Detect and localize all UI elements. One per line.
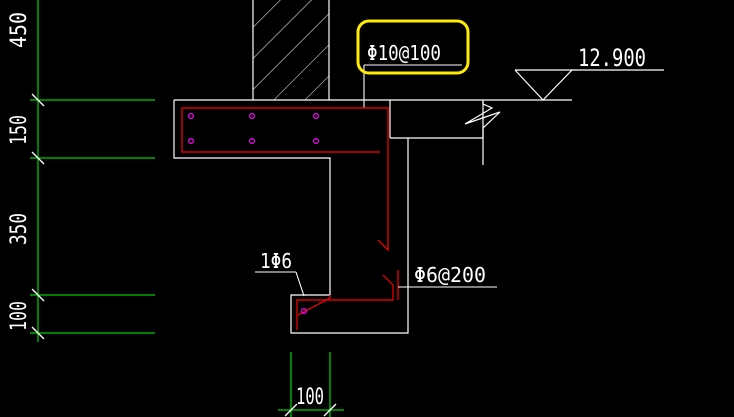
bar-dots bbox=[188, 112, 320, 315]
bar-dot bbox=[188, 138, 195, 145]
vertical-dimension bbox=[30, 0, 155, 342]
bar-dot bbox=[249, 138, 256, 145]
rebar-1phi6-leader bbox=[255, 271, 305, 297]
bar-dot bbox=[313, 112, 320, 119]
bar-dot bbox=[313, 138, 320, 145]
rebar-phi6-200-label: Φ6@200 bbox=[414, 263, 486, 287]
dim-350-label: 350 bbox=[7, 213, 32, 245]
bottom-dimension-ticks bbox=[284, 403, 337, 417]
dim-150-label: 150 bbox=[7, 115, 32, 145]
dimension-ticks bbox=[31, 93, 45, 340]
rebar-top-leader bbox=[363, 64, 462, 108]
break-line-symbol bbox=[464, 100, 501, 138]
bar-dot bbox=[301, 308, 308, 315]
elevation-label: 12.900 bbox=[578, 44, 646, 72]
rebar-top-label: Φ10@100 bbox=[367, 41, 441, 65]
bottom-dimension bbox=[278, 352, 344, 417]
wall-section bbox=[252, 0, 330, 100]
rebar-1phi6-label: 1Φ6 bbox=[260, 249, 292, 273]
concrete-outline bbox=[173, 99, 572, 334]
dim-100-left-label: 100 bbox=[7, 301, 32, 331]
bar-dot bbox=[188, 112, 195, 119]
elevation-marker bbox=[514, 69, 664, 101]
rebar-top-highlight bbox=[356, 19, 470, 75]
dim-100-bottom-label: 100 bbox=[296, 385, 324, 410]
rebar-lines bbox=[181, 107, 399, 330]
bar-dot bbox=[249, 112, 256, 119]
dim-450-label: 450 bbox=[7, 12, 32, 48]
